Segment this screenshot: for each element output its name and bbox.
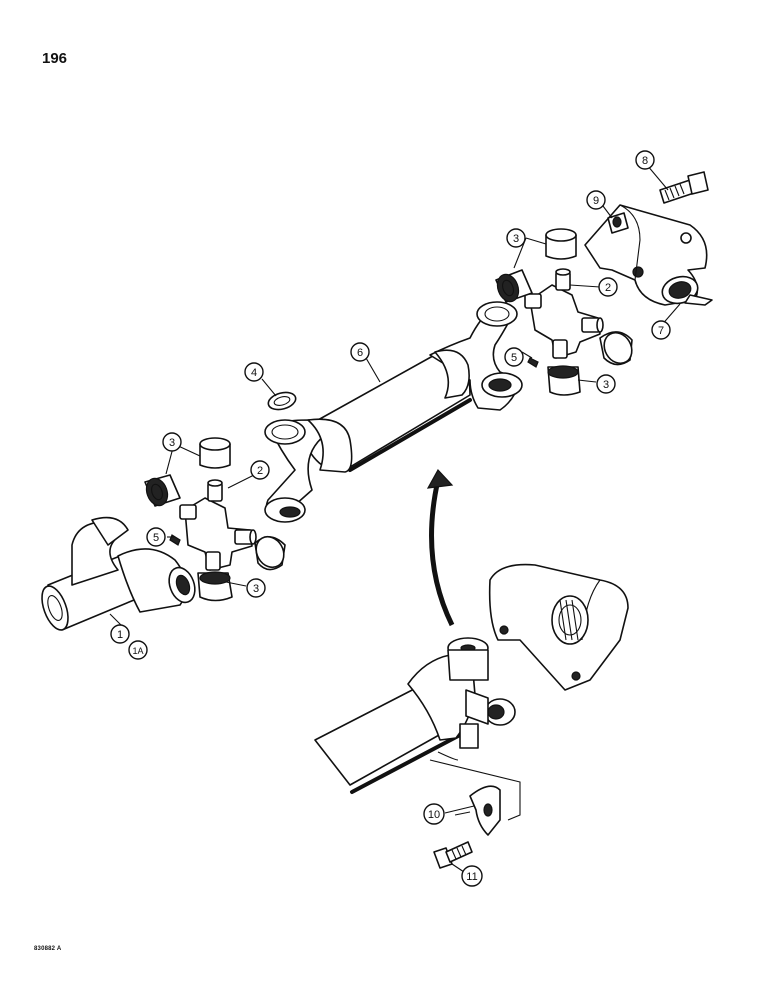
callout-10: 10: [423, 803, 445, 825]
bearing-cups-right: [495, 228, 633, 396]
universal-joint-left: [169, 479, 257, 571]
svg-text:3: 3: [513, 233, 519, 245]
callout-1: 1: [110, 624, 130, 644]
svg-text:3: 3: [603, 379, 609, 391]
svg-text:11: 11: [466, 871, 477, 883]
svg-text:5: 5: [153, 532, 159, 544]
callout-11: 11: [461, 865, 483, 887]
snap-ring: [267, 391, 297, 411]
callout-6: 6: [350, 342, 370, 362]
slip-yoke-part: [41, 516, 196, 631]
svg-text:4: 4: [251, 367, 257, 379]
installed-view: [314, 563, 629, 836]
svg-text:6: 6: [357, 347, 363, 359]
callout-4: 4: [244, 362, 264, 382]
svg-text:9: 9: [593, 195, 599, 207]
callout-2-left: 2: [250, 460, 270, 480]
callout-5-right: 5: [504, 347, 524, 367]
callout-3-upper-right: 3: [506, 228, 526, 248]
svg-text:2: 2: [257, 465, 263, 477]
callout-7: 7: [651, 320, 671, 340]
lock-nut-part: [607, 212, 629, 234]
svg-text:1: 1: [117, 629, 123, 641]
callout-5-left: 5: [146, 527, 166, 547]
svg-text:10: 10: [428, 809, 440, 821]
svg-text:3: 3: [253, 583, 259, 595]
callout-8: 8: [635, 150, 655, 170]
callout-3-upper-left: 3: [162, 432, 182, 452]
direction-arrow: [426, 468, 455, 627]
drive-shaft-tube: [264, 301, 523, 523]
callout-1a: 1A: [128, 640, 148, 660]
svg-text:5: 5: [511, 352, 517, 364]
page-number: 196: [42, 50, 68, 67]
bolt-part: [659, 171, 709, 204]
callout-3-lower-right: 3: [596, 374, 616, 394]
svg-text:1A: 1A: [132, 646, 143, 656]
universal-joint-right: [524, 268, 604, 368]
callout-2-right: 2: [598, 277, 618, 297]
svg-text:3: 3: [169, 437, 175, 449]
callout-3-lower-left: 3: [246, 578, 266, 598]
figure-code: 830882 A: [34, 946, 62, 952]
bearing-cups-left: [144, 437, 286, 602]
callout-9: 9: [586, 190, 606, 210]
svg-text:8: 8: [642, 155, 648, 167]
svg-text:7: 7: [658, 325, 664, 337]
svg-text:2: 2: [605, 282, 611, 294]
